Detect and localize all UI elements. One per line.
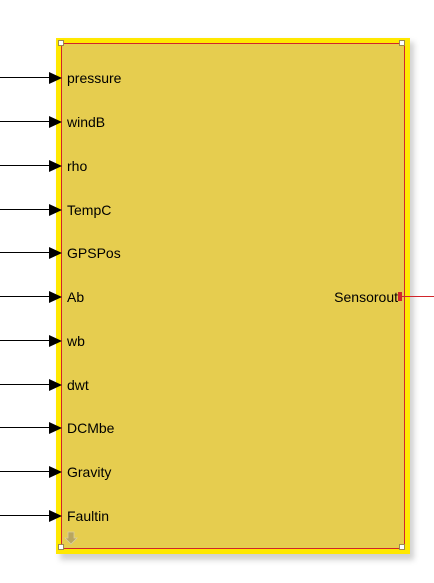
input-signal-line[interactable] <box>0 296 52 297</box>
resize-handle-bottom-right[interactable] <box>399 544 405 550</box>
input-port-label: dwt <box>67 377 89 393</box>
input-signal-line[interactable] <box>0 209 52 210</box>
input-port-label: DCMbe <box>67 420 115 436</box>
input-signal-line[interactable] <box>0 121 52 122</box>
input-signal-line[interactable] <box>0 384 52 385</box>
output-port-label: Sensorout <box>334 289 398 305</box>
input-port-arrow-icon[interactable] <box>49 510 62 522</box>
input-port-arrow-icon[interactable] <box>49 247 62 259</box>
input-signal-line[interactable] <box>0 77 52 78</box>
input-port-label: TempC <box>67 202 112 218</box>
input-port-arrow-icon[interactable] <box>49 422 62 434</box>
input-signal-line[interactable] <box>0 165 52 166</box>
input-signal-line[interactable] <box>0 471 52 472</box>
input-port-label: pressure <box>67 70 122 86</box>
input-port-arrow-icon[interactable] <box>49 116 62 128</box>
input-port-label: Faultin <box>67 508 110 524</box>
input-signal-line[interactable] <box>0 340 52 341</box>
output-port-marker[interactable] <box>398 292 402 301</box>
output-signal-line[interactable] <box>401 296 434 297</box>
input-port-label: GPSPos <box>67 245 121 261</box>
subsystem-block[interactable] <box>56 38 410 554</box>
input-port-arrow-icon[interactable] <box>49 335 62 347</box>
input-port-label: rho <box>67 158 88 174</box>
input-port-arrow-icon[interactable] <box>49 379 62 391</box>
input-port-arrow-icon[interactable] <box>49 72 62 84</box>
input-port-arrow-icon[interactable] <box>49 160 62 172</box>
input-port-label: Ab <box>67 289 85 305</box>
input-signal-line[interactable] <box>0 515 52 516</box>
input-port-arrow-icon[interactable] <box>49 466 62 478</box>
input-port-arrow-icon[interactable] <box>49 204 62 216</box>
resize-handle-top-left[interactable] <box>58 40 64 46</box>
resize-handle-top-right[interactable] <box>399 40 405 46</box>
input-port-label: windB <box>67 114 106 130</box>
input-port-label: wb <box>67 333 85 349</box>
resize-handle-bottom-left[interactable] <box>58 544 64 550</box>
library-link-arrow-icon <box>64 531 78 545</box>
input-signal-line[interactable] <box>0 252 52 253</box>
input-port-arrow-icon[interactable] <box>49 291 62 303</box>
input-signal-line[interactable] <box>0 427 52 428</box>
input-port-label: Gravity <box>67 464 112 480</box>
